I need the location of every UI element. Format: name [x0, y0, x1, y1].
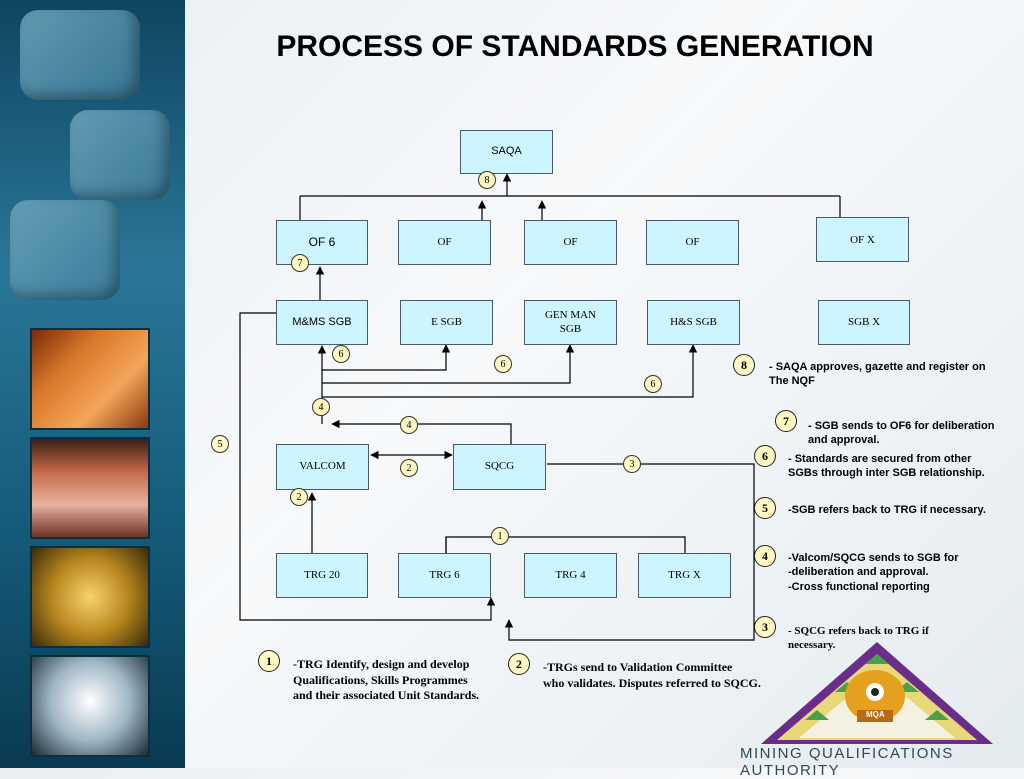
node-of-c: OF	[646, 220, 739, 265]
puzzle-piece-icon	[10, 200, 120, 300]
step-badge: 6	[494, 355, 512, 373]
legend-note-4: -Valcom/SQCG sends to SGB for -deliberat…	[788, 552, 959, 593]
legend-badge: 8	[733, 354, 755, 376]
node-of6: OF 6	[276, 220, 368, 265]
page-title: PROCESS OF STANDARDS GENERATION	[276, 30, 874, 63]
gold-nugget-image	[30, 546, 150, 648]
legend-note-6: - Standards are secured from other SGBs …	[788, 453, 985, 480]
legend-badge: 7	[775, 410, 797, 432]
step-badge: 2	[290, 488, 308, 506]
node-of-b: OF	[524, 220, 617, 265]
node-trgx: TRG X	[638, 553, 731, 598]
connector-sqcg-trg	[504, 463, 755, 641]
step-badge: 5	[211, 435, 229, 453]
node-hs-sgb: H&S SGB	[647, 300, 740, 345]
node-saqa: SAQA	[460, 130, 553, 174]
step-badge: 1	[491, 527, 509, 545]
node-sgb-x: SGB X	[818, 300, 910, 345]
mqa-logo-icon	[761, 642, 993, 744]
node-sqcg: SQCG	[453, 444, 546, 490]
node-valcom: VALCOM	[276, 444, 369, 490]
legend-badge: 2	[508, 653, 530, 675]
node-mms-sgb: M&MS SGB	[276, 300, 368, 345]
legend-badge: 1	[258, 650, 280, 672]
decorative-sidebar	[0, 0, 185, 768]
node-ofx: OF X	[816, 217, 909, 262]
pottery-image	[30, 437, 150, 539]
legend-note-8: - SAQA approves, gazette and register on…	[769, 361, 986, 388]
step-badge: 4	[312, 398, 330, 416]
legend-badge: 6	[754, 445, 776, 467]
mqa-logo-text: MINING QUALIFICATIONS AUTHORITY	[740, 745, 954, 779]
step-badge: 8	[478, 171, 496, 189]
node-e-sgb: E SGB	[400, 300, 493, 345]
mqa-badge-text: MQA	[866, 710, 885, 719]
legend-note-7: - SGB sends to OF6 for deliberation and …	[808, 420, 995, 447]
legend-note-1: -TRG Identify, design and develop Qualif…	[293, 657, 480, 703]
legend-badge: 4	[754, 545, 776, 567]
puzzle-piece-icon	[20, 10, 140, 100]
step-badge: 6	[644, 375, 662, 393]
legend-badge: 3	[754, 616, 776, 638]
node-genman-sgb: GEN MAN SGB	[524, 300, 617, 345]
connector-trg-bus	[445, 536, 686, 553]
puzzle-piece-icon	[70, 110, 170, 200]
connector-loop-5	[239, 312, 496, 621]
node-of-a: OF	[398, 220, 491, 265]
legend-note-5: -SGB refers back to TRG if necessary.	[788, 504, 986, 516]
connector-hs	[322, 344, 698, 398]
legend-badge: 5	[754, 497, 776, 519]
node-trg4: TRG 4	[524, 553, 617, 598]
step-badge: 3	[623, 455, 641, 473]
node-trg6: TRG 6	[398, 553, 491, 598]
node-trg20: TRG 20	[276, 553, 368, 598]
step-badge: 4	[400, 416, 418, 434]
copper-plates-image	[30, 328, 150, 430]
legend-note-3: - SQCG refers back to TRG if necessary.	[788, 625, 929, 652]
connector-esgb	[322, 344, 451, 371]
connector-genman	[322, 344, 575, 384]
step-badge: 2	[400, 459, 418, 477]
step-badge: 6	[332, 345, 350, 363]
connector-sqcg-top	[331, 419, 512, 444]
step-badge: 7	[291, 254, 309, 272]
legend-note-2: -TRGs send to Validation Committee who v…	[543, 660, 761, 690]
diamond-image	[30, 655, 150, 757]
